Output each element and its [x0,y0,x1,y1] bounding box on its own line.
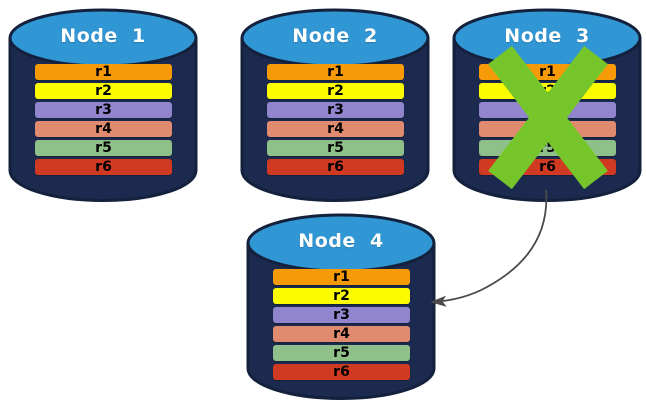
record-row[interactable]: r6 [35,159,172,175]
record-row[interactable]: r2 [273,288,410,304]
record-list: r1 r2 r3 r4 r5 r6 [273,269,410,380]
node-cylinder-1[interactable]: Node 1 r1 r2 r3 r4 r5 r6 [8,8,198,202]
record-row[interactable]: r5 [35,140,172,156]
record-row[interactable]: r3 [267,102,404,118]
node-title: Node 2 [292,25,378,47]
node-title: Node 3 [504,25,590,47]
record-row[interactable]: r1 [479,64,616,80]
record-row[interactable]: r5 [267,140,404,156]
node-cylinder-4[interactable]: Node 4 r1 r2 r3 r4 r5 r6 [246,213,436,400]
node-title: Node 4 [298,230,384,252]
record-row[interactable]: r1 [273,269,410,285]
record-row[interactable]: r6 [479,159,616,175]
record-row[interactable]: r4 [273,326,410,342]
record-row[interactable]: r3 [35,102,172,118]
record-row[interactable]: r4 [267,121,404,137]
record-row[interactable]: r3 [273,307,410,323]
record-list: r1 r2 r3 r4 r5 r6 [267,64,404,175]
node-cylinder-3[interactable]: Node 3 r1 r2 r3 r4 r5 r6 [452,8,642,202]
record-row[interactable]: r1 [35,64,172,80]
record-row[interactable]: r3 [479,102,616,118]
record-row[interactable]: r5 [273,345,410,361]
record-list: r1 r2 r3 r4 r5 r6 [35,64,172,175]
node-title: Node 1 [60,25,146,47]
record-row[interactable]: r6 [273,364,410,380]
record-row[interactable]: r5 [479,140,616,156]
record-row[interactable]: r1 [267,64,404,80]
record-list: r1 r2 r3 r4 r5 r6 [479,64,616,175]
record-row[interactable]: r4 [35,121,172,137]
record-row[interactable]: r2 [479,83,616,99]
node-cylinder-2[interactable]: Node 2 r1 r2 r3 r4 r5 r6 [240,8,430,202]
record-row[interactable]: r4 [479,121,616,137]
record-row[interactable]: r6 [267,159,404,175]
arrow-path [430,189,548,307]
record-row[interactable]: r2 [267,83,404,99]
record-row[interactable]: r2 [35,83,172,99]
